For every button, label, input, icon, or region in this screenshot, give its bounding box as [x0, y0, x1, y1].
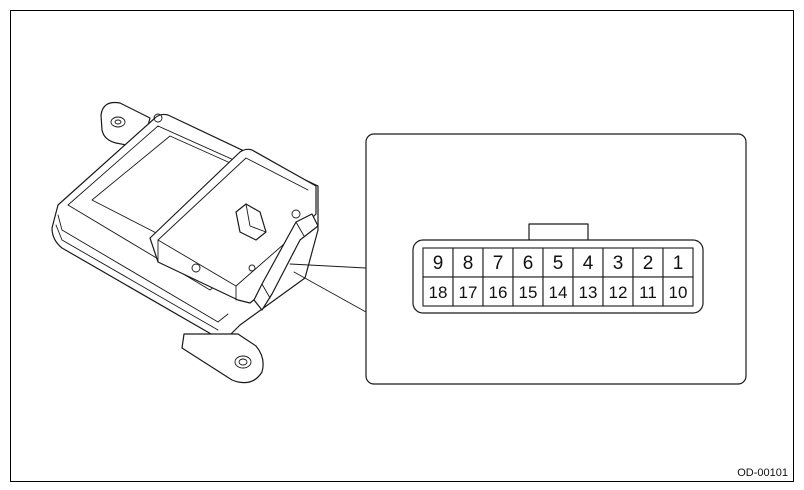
connector-top-edge: [157, 157, 309, 241]
pin-number-17: 17: [459, 283, 478, 302]
pin-number-1: 1: [673, 253, 684, 274]
screw-front: [191, 263, 201, 273]
side-bevel-1: [57, 214, 229, 323]
pin-cell: [662, 247, 694, 278]
pin-number-12: 12: [609, 283, 628, 302]
connector-mouth: [253, 213, 319, 311]
pin-number-5: 5: [553, 253, 564, 274]
connector-front-edge: [157, 239, 237, 301]
pin-number-2: 2: [643, 253, 654, 274]
latch-edge: [245, 203, 267, 233]
connector-key: [528, 223, 589, 243]
pin-cell: [542, 247, 574, 278]
mount-hole-top-inner: [114, 119, 122, 125]
pin-number-15: 15: [519, 283, 538, 302]
mount-hole-bottom: [234, 355, 252, 369]
mount-hole-top: [110, 116, 126, 128]
figure-frame: [10, 10, 794, 482]
pin-number-16: 16: [489, 283, 508, 302]
control-module-illustration: [51, 101, 319, 384]
pin-cell: [602, 276, 634, 307]
pin-cell: [482, 247, 514, 278]
mount-hole-bottom-inner: [238, 358, 248, 366]
pin-number-3: 3: [613, 253, 624, 274]
figure-reference-code: OD-00101: [737, 467, 788, 479]
pin-number-8: 8: [463, 253, 474, 274]
pin-cell: [422, 276, 454, 307]
mounting-ear-bottom: [181, 333, 264, 384]
pin-cell: [662, 276, 694, 307]
pin-cell: [422, 247, 454, 278]
screw-small: [248, 264, 256, 272]
screw-side: [291, 209, 301, 219]
pin-number-6: 6: [523, 253, 534, 274]
pin-cell: [632, 276, 664, 307]
pin-number-14: 14: [549, 283, 568, 302]
pin-number-13: 13: [579, 283, 598, 302]
pin-cell: [512, 276, 544, 307]
side-bevel-2: [55, 224, 219, 331]
pin-number-11: 11: [639, 283, 657, 302]
pin-number-10: 10: [669, 283, 688, 302]
pin-number-18: 18: [429, 283, 448, 302]
screw-top: [153, 113, 163, 123]
connector-mouth-edge: [261, 221, 305, 299]
pin-number-4: 4: [583, 253, 594, 274]
pin-cell: [452, 276, 484, 307]
pin-number-7: 7: [493, 253, 504, 274]
pin-cell: [542, 276, 574, 307]
pin-cell: [632, 247, 664, 278]
pin-cell: [452, 247, 484, 278]
pin-number-9: 9: [433, 253, 444, 274]
callout-leader-lines: [289, 263, 367, 313]
